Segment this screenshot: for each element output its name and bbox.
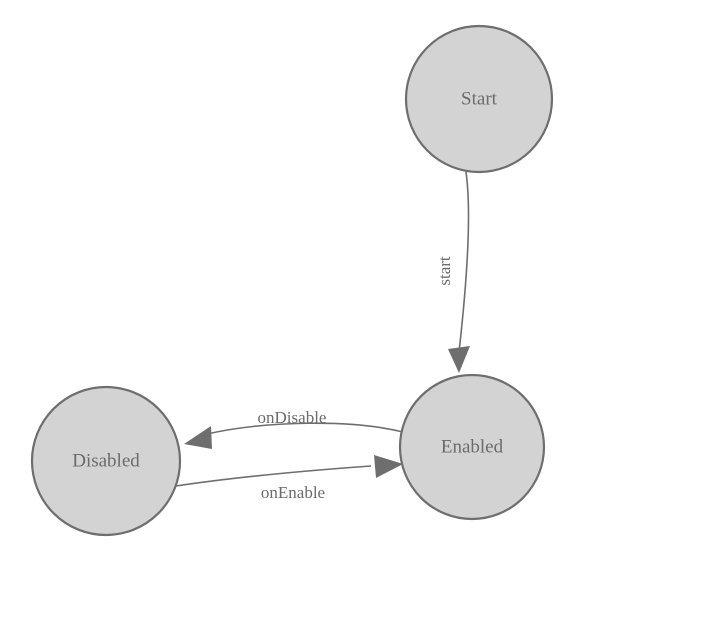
edge-start-to-enabled-arrowhead [448, 346, 470, 373]
edge-enabled-to-disabled-path [206, 422, 404, 435]
edge-label-start: start [435, 256, 454, 286]
state-node-disabled[interactable]: Disabled [30, 385, 182, 537]
edge-enabled-to-disabled-arrowhead [184, 426, 212, 449]
edge-start-to-enabled[interactable]: start [435, 171, 470, 373]
state-node-disabled-label: Disabled [72, 450, 140, 471]
state-node-start-label: Start [461, 88, 498, 109]
state-node-start[interactable]: Start [404, 24, 554, 174]
edge-start-to-enabled-path [458, 171, 470, 353]
state-node-enabled-circle [398, 373, 546, 521]
edge-disabled-to-enabled-arrowhead [374, 455, 403, 478]
edge-disabled-to-enabled-path [175, 465, 372, 487]
edge-label-ondisable: onDisable [258, 408, 327, 427]
state-node-disabled-circle [30, 385, 182, 537]
state-node-enabled[interactable]: Enabled [398, 373, 546, 521]
edge-label-onenable: onEnable [261, 483, 325, 502]
edge-disabled-to-enabled[interactable]: onEnable [175, 455, 403, 502]
state-node-start-circle [404, 24, 554, 174]
edge-enabled-to-disabled[interactable]: onDisable [184, 408, 404, 449]
state-node-enabled-label: Enabled [441, 436, 504, 457]
